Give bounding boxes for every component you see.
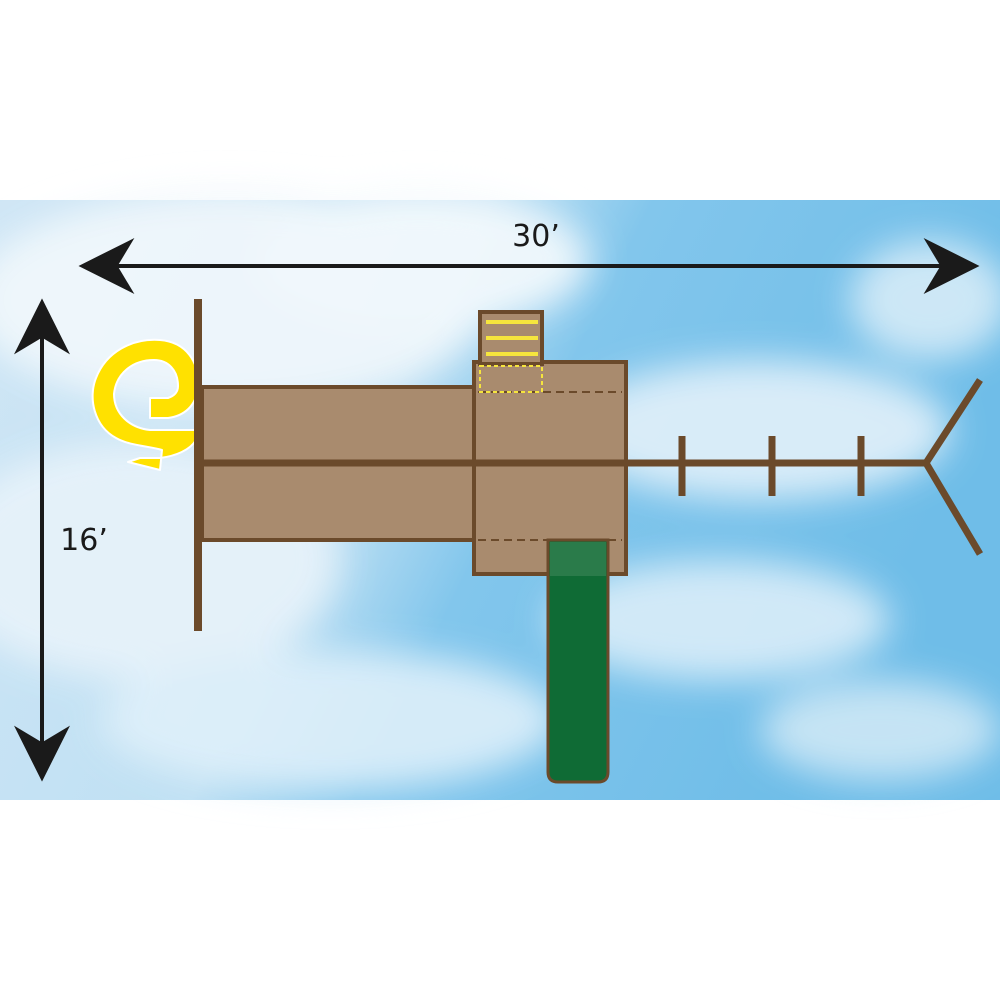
ladder: [478, 310, 544, 393]
swing-beam: [194, 299, 202, 631]
depth-label: 16’: [60, 523, 108, 558]
width-dimension: 30’: [78, 219, 980, 294]
width-label: 30’: [512, 219, 560, 254]
slide-icon: [546, 538, 610, 784]
depth-dimension: 16’: [14, 298, 108, 782]
sky-background: [0, 190, 1000, 800]
wave-slide: [546, 538, 610, 784]
monkey-bars: [678, 378, 984, 556]
